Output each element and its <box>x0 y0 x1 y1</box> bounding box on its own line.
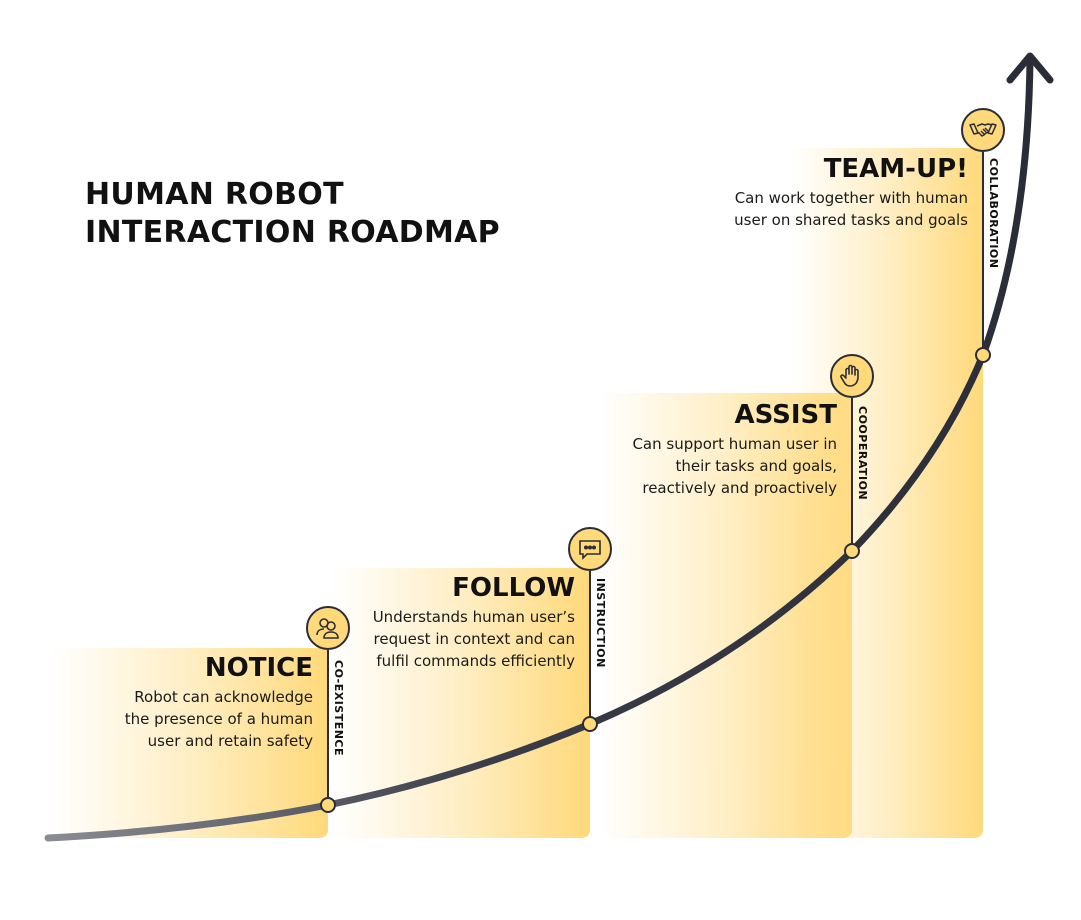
category-label-collaboration: COLLABORATION <box>987 158 1000 269</box>
milestone-dot-assist <box>844 543 860 559</box>
title-line-2: INTERACTION ROADMAP <box>85 215 500 250</box>
stage-heading: TEAM-UP! <box>823 154 968 184</box>
title-line-1: HUMAN ROBOT <box>85 177 344 212</box>
connector-team-up <box>982 152 984 355</box>
milestone-dot-team-up <box>975 347 991 363</box>
milestone-dot-notice <box>320 797 336 813</box>
chat-bubble-icon <box>568 527 612 571</box>
hand-wave-icon <box>830 354 874 398</box>
page-title: HUMAN ROBOT INTERACTION ROADMAP <box>85 176 500 252</box>
connector-follow <box>589 571 591 724</box>
category-label-co-existence: CO-EXISTENCE <box>332 660 345 757</box>
connector-notice <box>327 650 329 805</box>
panel-team-up <box>790 148 983 838</box>
panel-notice <box>50 648 328 838</box>
people-icon <box>306 606 350 650</box>
category-label-instruction: INSTRUCTION <box>594 578 607 668</box>
milestone-dot-follow <box>582 716 598 732</box>
category-label-cooperation: COOPERATION <box>856 406 869 501</box>
stage-heading: ASSIST <box>734 400 837 430</box>
handshake-icon <box>961 108 1005 152</box>
arrow-head-icon <box>1006 52 1054 84</box>
stage-heading: NOTICE <box>204 653 313 683</box>
stage-heading: FOLLOW <box>452 573 575 603</box>
connector-assist <box>851 398 853 551</box>
